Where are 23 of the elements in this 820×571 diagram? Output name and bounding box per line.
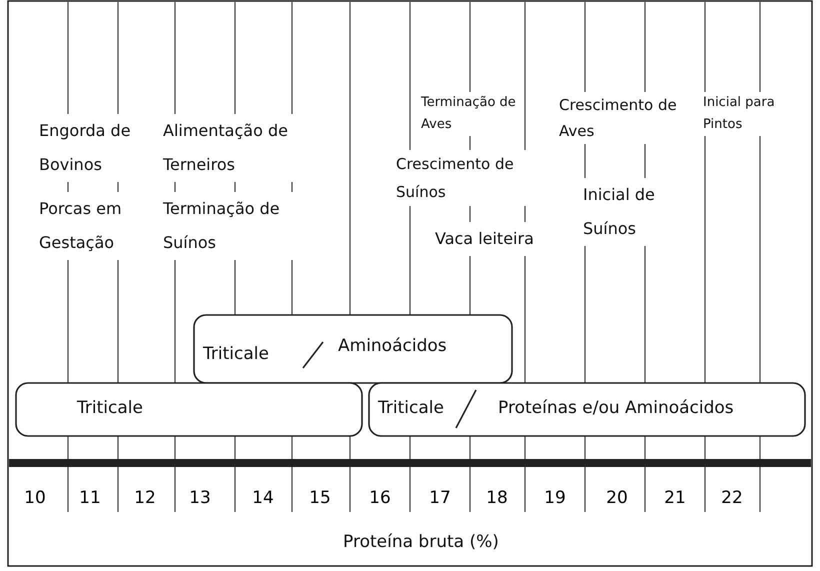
tick-label: 22 [720, 488, 744, 508]
feed-type-label: Alimentação de Terneiros [160, 114, 296, 182]
box-label: Triticale [378, 398, 444, 418]
tick-label: 12 [133, 488, 157, 508]
tick-label: 19 [543, 488, 567, 508]
tick-label: 18 [485, 488, 509, 508]
tick-label: 14 [251, 488, 275, 508]
box-label: Triticale [203, 344, 269, 364]
box-label: Proteínas e/ou Aminoácidos [498, 398, 734, 418]
rounded-box [15, 382, 363, 437]
tick-label: 13 [188, 488, 212, 508]
box-label: Triticale [77, 398, 143, 418]
tick-label: 17 [428, 488, 452, 508]
tick-label: 11 [78, 488, 102, 508]
tick-label: 15 [308, 488, 332, 508]
tick-label: 16 [368, 488, 392, 508]
feed-type-label: Terminação de Suínos [160, 192, 296, 260]
tick-label: 21 [663, 488, 687, 508]
tick-label: 20 [605, 488, 629, 508]
rounded-box [193, 314, 513, 384]
tick-label: 10 [23, 488, 47, 508]
box-label: Aminoácidos [338, 336, 447, 356]
rounded-box [368, 382, 806, 437]
